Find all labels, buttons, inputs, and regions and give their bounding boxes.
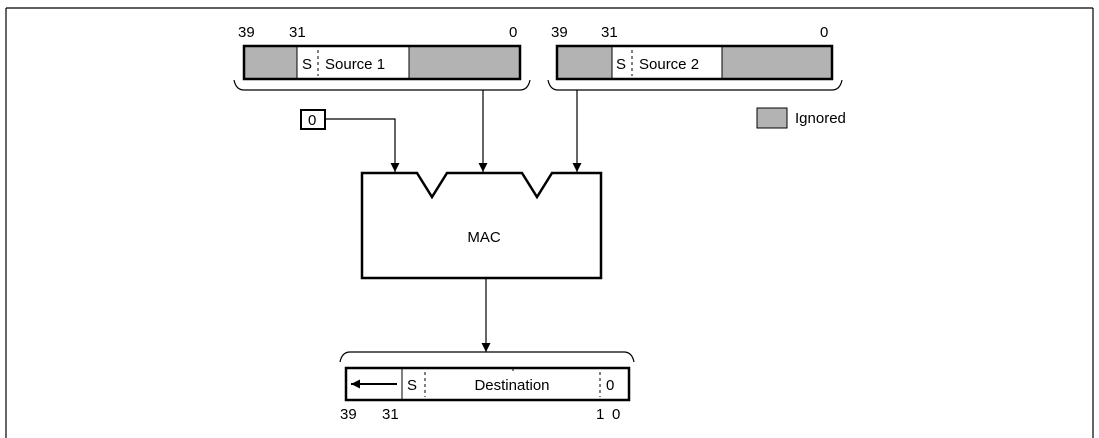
source2-box	[555, 44, 834, 81]
zero-input-value: 0	[308, 112, 316, 129]
source1-bit-0-label: 0	[509, 24, 517, 41]
mac-block: MAC	[360, 171, 603, 280]
source1-register: 39 31 0 S Source 1	[233, 24, 531, 91]
source2-brace	[547, 79, 843, 91]
source1-ignored-high	[244, 46, 297, 79]
legend: Ignored	[756, 107, 846, 129]
zero-to-mac-arrow	[325, 118, 400, 172]
source1-ignored-low	[409, 46, 520, 79]
source2-bit-0-label: 0	[820, 24, 828, 41]
source2-label: Source 2	[639, 56, 699, 73]
source2-bit-31-label: 31	[601, 24, 618, 41]
source1-label: Source 1	[325, 56, 385, 73]
destination-lsb-value: 0	[606, 377, 614, 394]
destination-bit-0-label: 0	[612, 406, 620, 423]
zero-input: 0	[300, 109, 326, 130]
source2-bit-39-label: 39	[551, 24, 568, 41]
legend-ignored-swatch	[756, 107, 788, 129]
destination-label: Destination	[474, 377, 549, 394]
source2-sign-label: S	[616, 56, 626, 73]
mac-unit-outline	[360, 171, 603, 280]
destination-brace	[339, 351, 635, 363]
source1-sign-label: S	[302, 56, 312, 73]
source2-ignored-low	[722, 46, 832, 79]
source2-register: 39 31 0 S Source 2	[547, 24, 843, 91]
destination-bit-1-label: 1	[596, 406, 604, 423]
source2-ignored-high	[557, 46, 612, 79]
source1-box	[242, 44, 522, 81]
destination-sign-label: S	[407, 377, 417, 394]
source1-bit-39-label: 39	[238, 24, 255, 41]
source1-bit-31-label: 31	[289, 24, 306, 41]
destination-bit-31-label: 31	[382, 406, 399, 423]
diagram-frame	[5, 7, 1094, 438]
mac-label: MAC	[467, 229, 501, 246]
destination-register: S Destination 0 39 31 1 0	[339, 351, 635, 423]
source1-brace	[233, 79, 531, 91]
destination-bit-39-label: 39	[340, 406, 357, 423]
connectors	[325, 90, 582, 352]
legend-ignored-label: Ignored	[795, 110, 846, 127]
